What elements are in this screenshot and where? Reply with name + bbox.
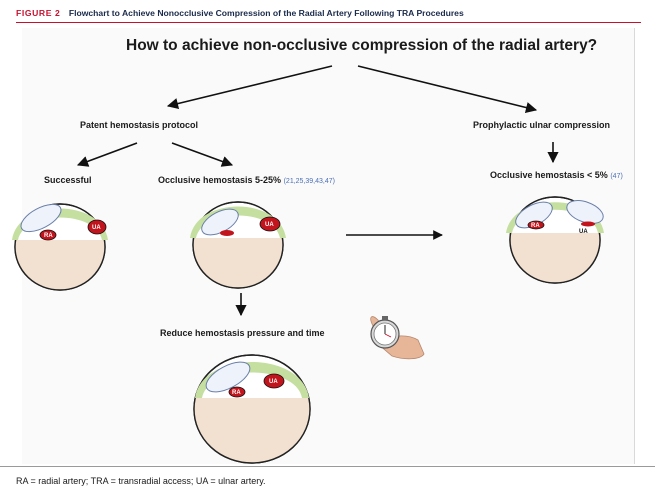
wrist-cross-section-occlusive: UA	[190, 201, 286, 289]
ua-label: UA	[92, 225, 101, 231]
node-reduce-pressure: Reduce hemostasis pressure and time	[160, 328, 325, 338]
header-rule	[16, 22, 641, 23]
arrow-to-patent	[166, 65, 333, 110]
ra-label: RA	[44, 233, 53, 239]
ua-label: UA	[265, 222, 274, 228]
node-patent-hemostasis: Patent hemostasis protocol	[80, 120, 199, 130]
arrow-to-successful	[76, 142, 138, 167]
main-question: How to achieve non-occlusive compression…	[126, 37, 598, 54]
arrow-to-prophylactic	[357, 65, 538, 114]
wrist-cross-section-successful: RA UA	[12, 203, 108, 291]
ra-label: RA	[232, 390, 241, 396]
node-occlusive-lt5: Occlusive hemostasis < 5% (47)	[490, 170, 623, 180]
node-occlusive-hemostasis: Occlusive hemostasis 5-25% (21,25,39,43,…	[158, 175, 335, 185]
arrow-to-occlusive	[171, 142, 234, 167]
figure-header: FIGURE 2 Flowchart to Achieve Nonocclusi…	[16, 8, 641, 18]
stopwatch-hand-icon	[370, 316, 425, 360]
node-successful: Successful	[44, 175, 92, 185]
occlusive-lt5-refs: (47)	[610, 173, 623, 180]
figure-title: Flowchart to Achieve Nonocclusive Compre…	[68, 8, 464, 18]
occlusive-label: Occlusive hemostasis 5-25%	[158, 175, 282, 185]
abbreviations-footer: RA = radial artery; TRA = transradial ac…	[16, 476, 266, 486]
figure-label: FIGURE 2	[16, 8, 61, 18]
occlusive-lt5-label: Occlusive hemostasis < 5%	[490, 170, 608, 180]
ua-label: UA	[579, 229, 588, 235]
ra-label: RA	[531, 223, 540, 229]
ua-label: UA	[269, 379, 278, 385]
occlusive-refs: (21,25,39,43,47)	[283, 178, 335, 185]
wrist-cross-section-prophylactic: RA UA	[506, 196, 604, 284]
footer-rule	[0, 466, 655, 467]
node-prophylactic-ulnar: Prophylactic ulnar compression	[473, 120, 611, 130]
wrist-cross-section-reduced: RA UA	[193, 354, 311, 464]
